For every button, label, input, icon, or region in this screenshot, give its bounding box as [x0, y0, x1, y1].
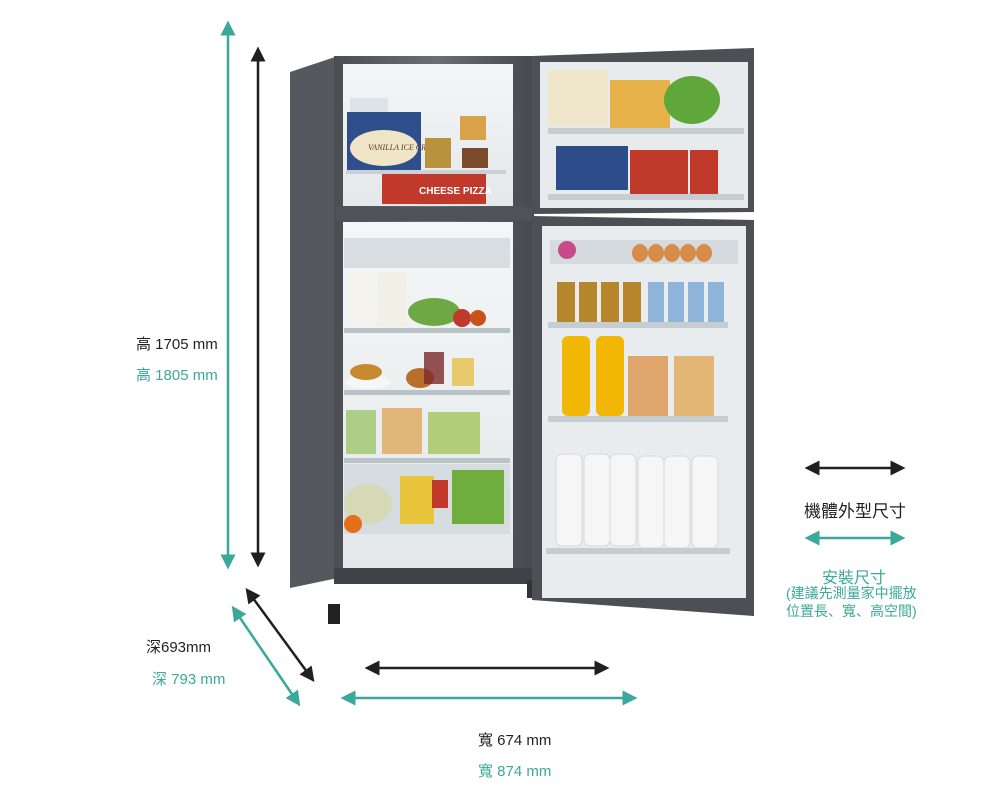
pizza-text: CHEESE PIZZA — [419, 186, 492, 197]
height-body-label: 高 1705 mm — [136, 336, 218, 353]
depth-install-label: 深 793 mm — [152, 671, 226, 688]
depth-install-arrow — [231, 605, 301, 707]
legend-body-label: 機體外型尺寸 — [804, 502, 906, 521]
width-body-label: 寬 674 mm — [478, 732, 552, 749]
depth-body-arrow — [245, 587, 315, 683]
legend-install-label: 安裝尺寸 — [822, 570, 887, 587]
refrigerator-illustration: VANILLA ICE CREAM CHEESE PIZZA — [290, 48, 754, 624]
pizza-box — [382, 174, 486, 204]
width-install-label: 寬 874 mm — [478, 763, 552, 780]
fridge-side-panel — [290, 56, 338, 588]
legend-install-note-2: 位置長、寬、高空間) — [786, 603, 917, 619]
depth-body-label: 深693mm — [146, 639, 212, 656]
legend-install-note-1: (建議先測量家中擺放 — [786, 585, 917, 601]
ice-cream-text: VANILLA ICE CREAM — [368, 143, 444, 152]
height-install-label: 高 1805 mm — [136, 367, 218, 384]
